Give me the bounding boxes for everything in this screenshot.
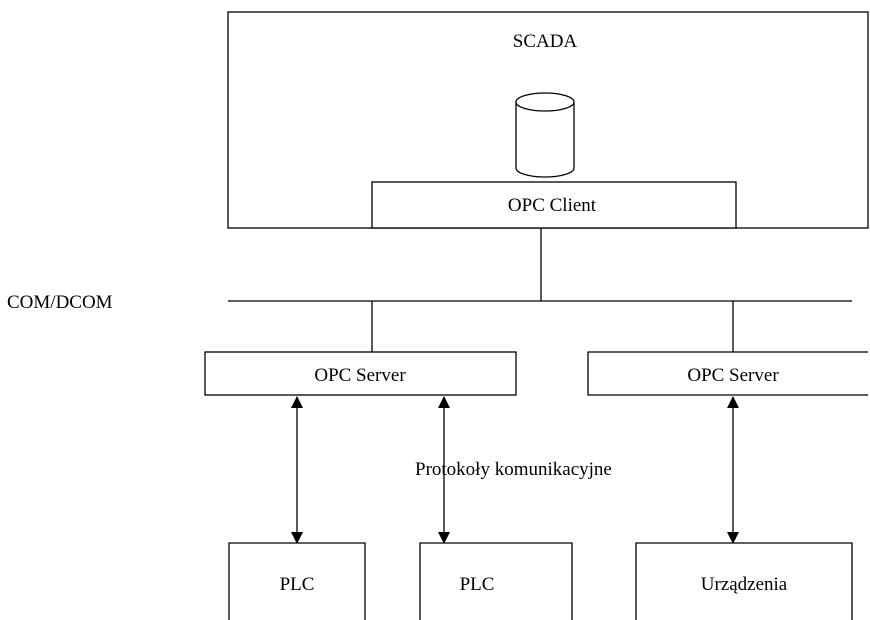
opc-server-box: [587, 351, 868, 396]
opc-server-block: OPC Server: [204, 351, 517, 396]
database-icon: [515, 92, 575, 178]
opc-server-label: OPC Server: [687, 365, 779, 386]
opc-server-label: OPC Server: [314, 365, 406, 386]
device-label: Urządzenia: [701, 574, 788, 595]
device-label: PLC: [460, 574, 495, 595]
com-dcom-label: COM/DCOM: [7, 292, 113, 313]
opc-client-label: OPC Client: [508, 195, 597, 216]
device-box: Urządzenia: [635, 542, 853, 620]
opc-server-box: [204, 351, 517, 396]
scada-label: SCADA: [513, 31, 578, 52]
device-box: PLC: [228, 542, 366, 620]
opc-server-block: OPC Server: [587, 351, 868, 396]
device-label: PLC: [280, 574, 315, 595]
protocols-label: Protokoły komunikacyjne: [415, 459, 612, 480]
opc-client-block: OPC Client: [371, 181, 737, 229]
opc-client-box: [371, 181, 737, 229]
device-box: PLC: [419, 542, 573, 620]
